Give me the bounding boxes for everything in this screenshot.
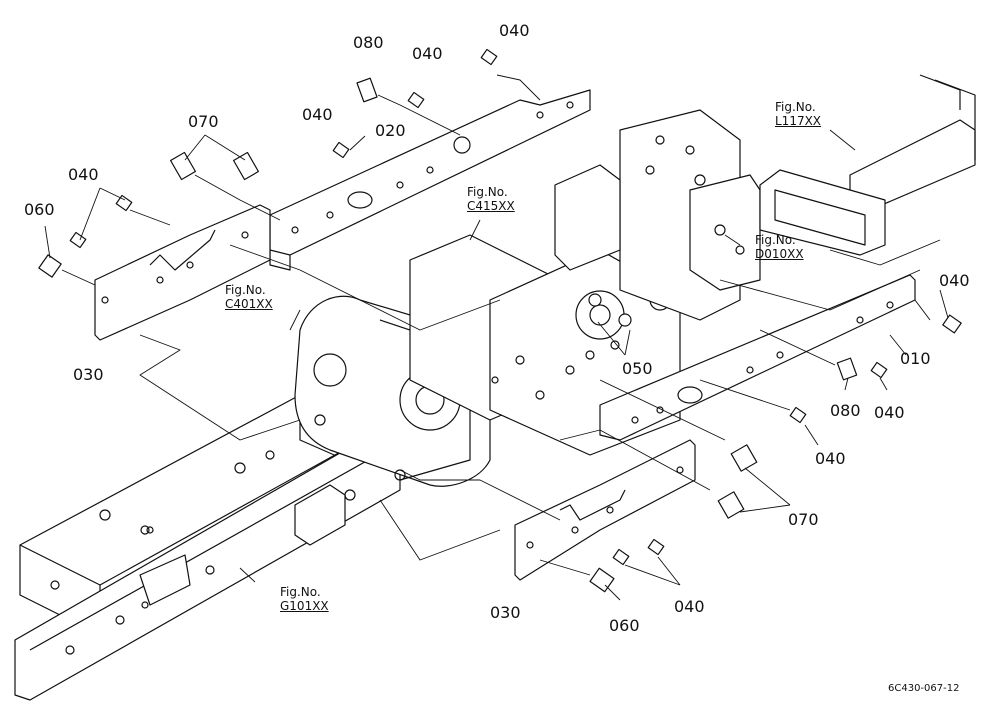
part-label-050: 050 bbox=[622, 359, 653, 378]
part-label-080-top: 080 bbox=[353, 33, 384, 52]
assembly-lines bbox=[61, 74, 941, 576]
part-label-080-right: 080 bbox=[830, 401, 861, 420]
part-label-040-top-mid: 040 bbox=[412, 44, 443, 63]
bracket-030-left bbox=[94, 204, 271, 341]
part-label-070-left: 070 bbox=[188, 112, 219, 131]
part-label-030-right: 030 bbox=[490, 603, 521, 622]
part-label-010: 010 bbox=[900, 349, 931, 368]
fig-ref-l117xx: Fig.No. L117XX bbox=[775, 100, 822, 128]
rear-axle-frame bbox=[759, 74, 976, 256]
part-label-070-right: 070 bbox=[788, 510, 819, 529]
part-label-040-top: 040 bbox=[499, 21, 530, 40]
fig-ref-c415xx: Fig.No. C415XX bbox=[467, 185, 515, 213]
fig-ref-d010xx: Fig.No. D010XX bbox=[755, 233, 804, 261]
callout-leaders bbox=[44, 129, 949, 601]
part-label-060-left: 060 bbox=[24, 200, 55, 219]
part-label-040-center: 040 bbox=[815, 449, 846, 468]
part-label-040-right-mid: 040 bbox=[874, 403, 905, 422]
bracket-030-right bbox=[514, 439, 696, 581]
part-label-040-left: 040 bbox=[68, 165, 99, 184]
fig-ref-g101xx: Fig.No. G101XX bbox=[280, 585, 329, 613]
part-label-040-bottom: 040 bbox=[674, 597, 705, 616]
fig-ref-c401xx: Fig.No. C401XX bbox=[225, 283, 273, 311]
bolts bbox=[38, 48, 962, 593]
part-label-030-left: 030 bbox=[73, 365, 104, 384]
part-label-060-bottom: 060 bbox=[609, 616, 640, 635]
drawing-code: 6C430-067-12 bbox=[888, 683, 960, 694]
part-label-040-upper: 040 bbox=[302, 105, 333, 124]
part-label-040-right: 040 bbox=[939, 271, 970, 290]
bracket-020 bbox=[269, 89, 591, 271]
part-label-020: 020 bbox=[375, 121, 406, 140]
